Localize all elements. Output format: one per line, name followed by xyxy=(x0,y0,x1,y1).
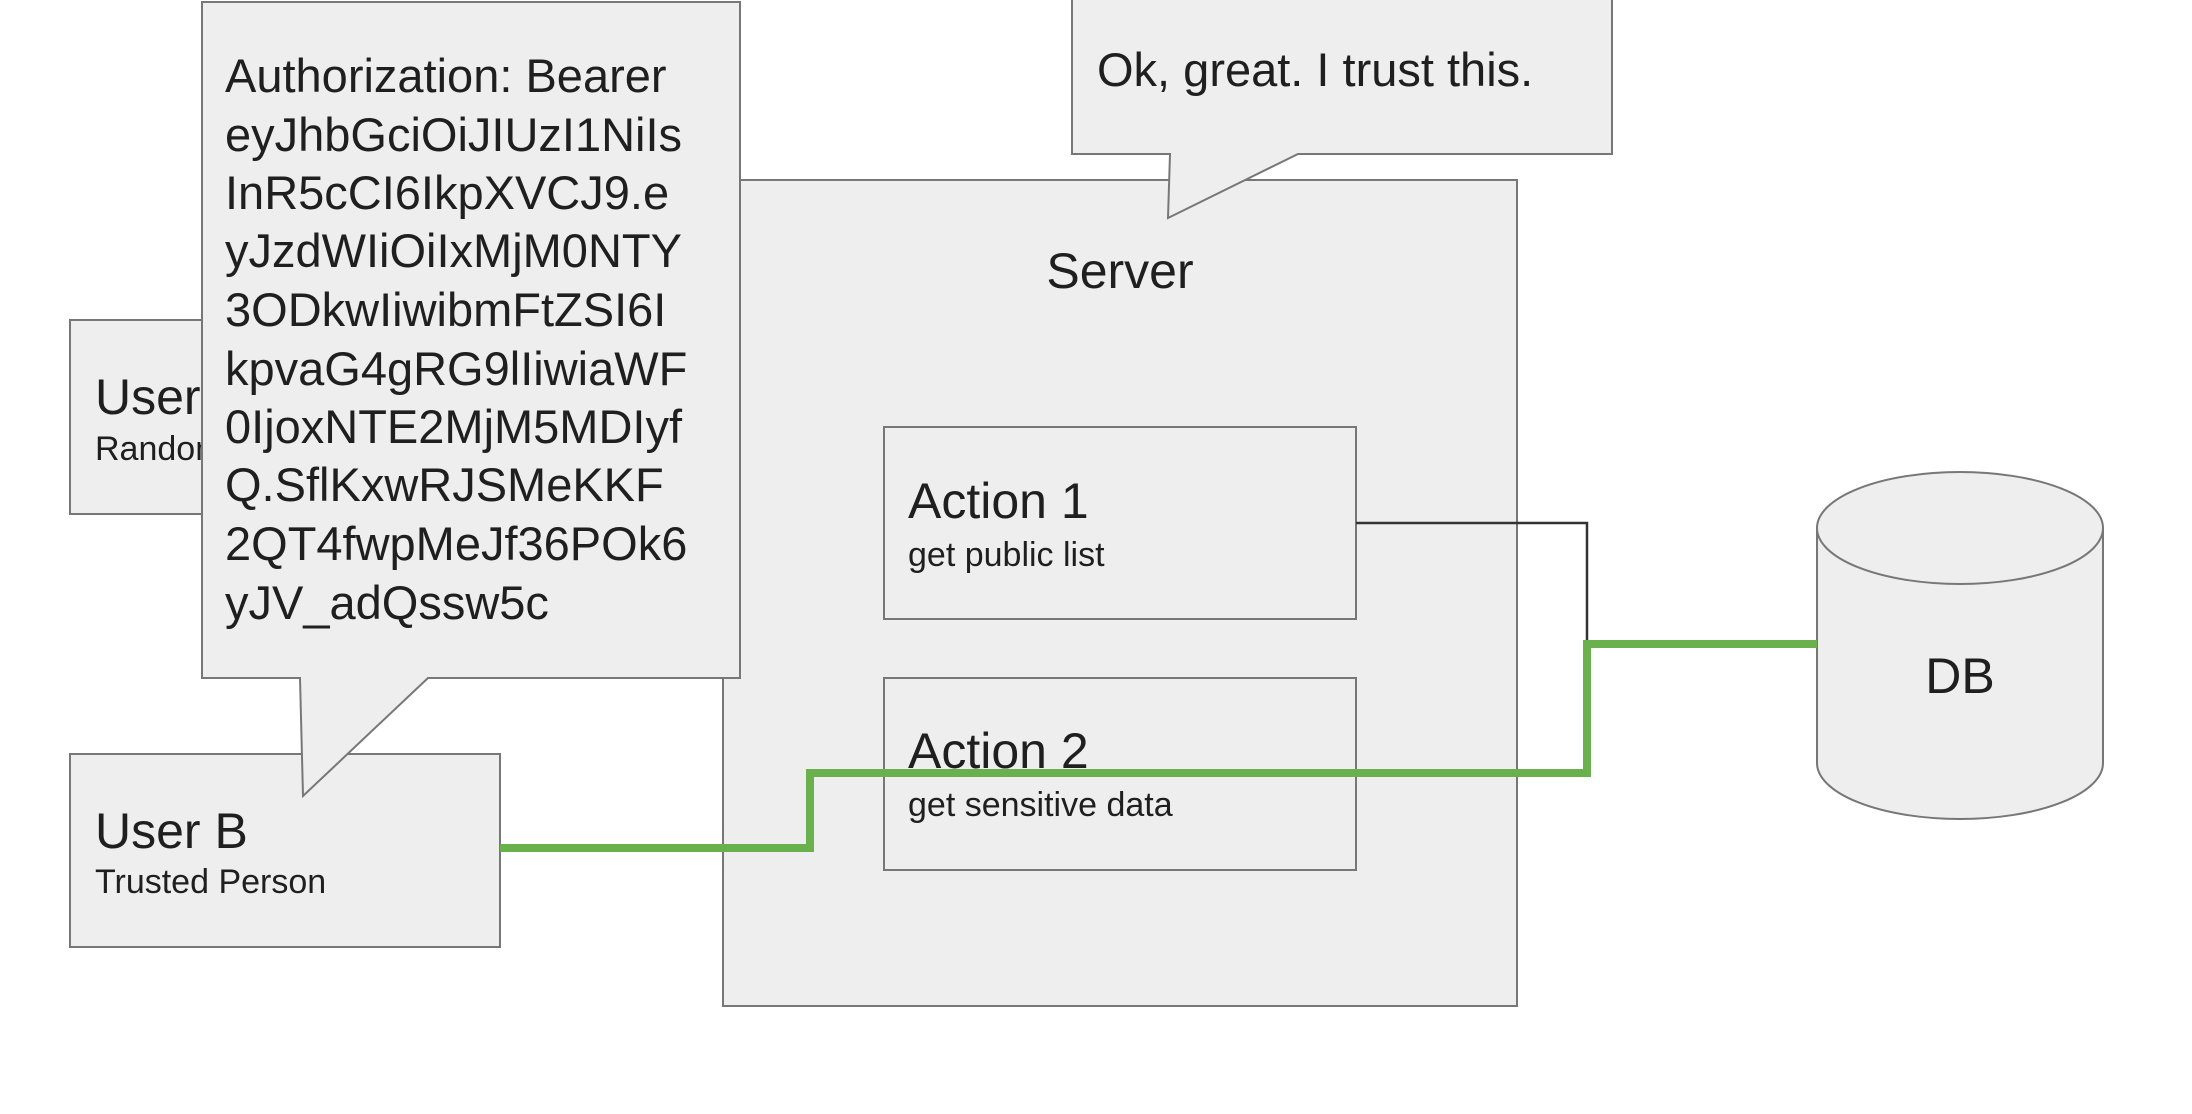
token-line: Q.SflKxwRJSMeKKF xyxy=(225,458,664,511)
token-text: Authorization: Bearer eyJhbGciOiJIUzI1Ni… xyxy=(225,49,687,629)
action-1-title: Action 1 xyxy=(908,473,1089,529)
token-line: eyJhbGciOiJIUzI1NiIs xyxy=(225,108,682,161)
user-b-subtitle: Trusted Person xyxy=(95,863,326,901)
trusted-request-connector xyxy=(500,640,1817,852)
token-line: 0IjoxNTE2MjM5MDIyf xyxy=(225,400,683,453)
token-line: InR5cCI6IkpXVCJ9.e xyxy=(225,166,669,219)
server-speech-text: Ok, great. I trust this. xyxy=(1097,43,1533,96)
action-1-db-connector xyxy=(1356,521,1589,644)
token-line: yJzdWIiOiIxMjM0NTY xyxy=(225,224,682,277)
server-speech-bubble xyxy=(1071,0,1613,220)
server-label: Server xyxy=(1046,243,1193,299)
token-line: kpvaG4gRG9lIiwiaWF xyxy=(225,342,687,395)
user-b-title: User B xyxy=(95,803,248,859)
action-1-subtitle: get public list xyxy=(908,536,1105,574)
db-label: DB xyxy=(1925,648,1994,704)
token-line: 2QT4fwpMeJf36POk6 xyxy=(225,517,687,570)
token-line: Authorization: Bearer xyxy=(225,49,667,102)
db-cylinder: DB xyxy=(1816,471,2104,820)
action-1-box xyxy=(883,426,1357,620)
user-b-box xyxy=(69,753,501,948)
action-2-subtitle: get sensitive data xyxy=(908,786,1173,824)
token-line: 3ODkwIiwibmFtZSI6I xyxy=(225,283,666,336)
token-line: yJV_adQssw5c xyxy=(225,576,549,629)
token-bubble xyxy=(201,1,741,799)
